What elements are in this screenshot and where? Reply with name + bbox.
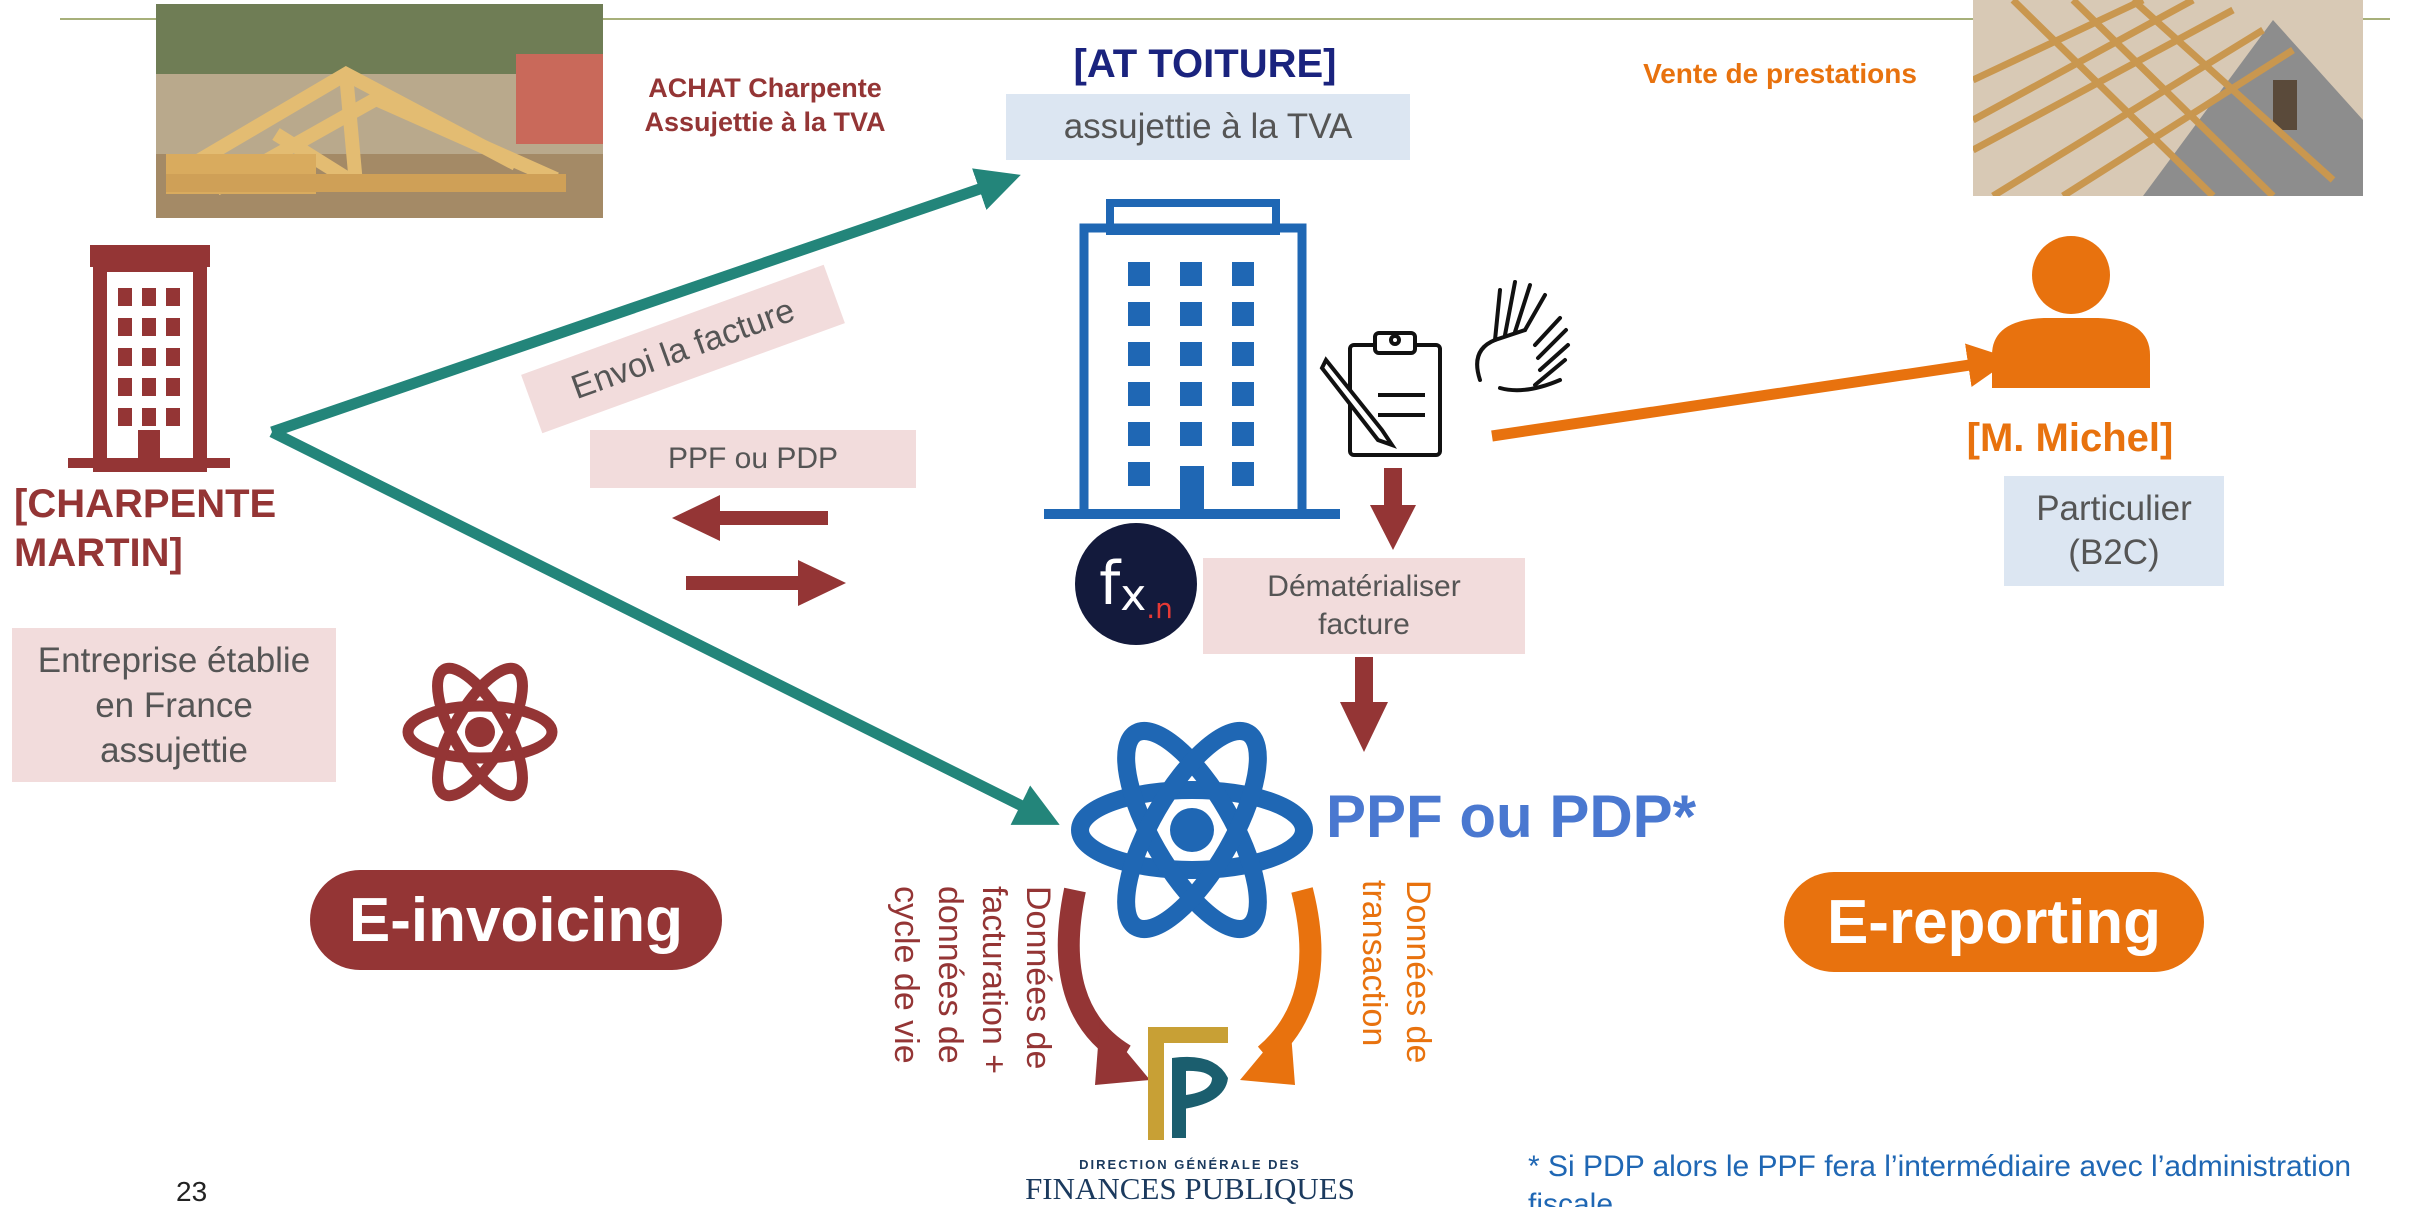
- fxn-n: .n: [1146, 591, 1173, 625]
- transaction-data-label: Données de transaction: [1355, 880, 1437, 1064]
- atom-icon-ppf: [1071, 721, 1313, 939]
- dematerialize-label: Dématérialiser facture: [1203, 558, 1525, 654]
- customer-name: [M. Michel]: [1966, 415, 2174, 460]
- center-company-name: [AT TOITURE]: [1073, 41, 1337, 86]
- building-icon: [68, 245, 230, 472]
- teal-arrow-to-at-toiture: [270, 168, 1021, 438]
- person-icon: [1992, 236, 2150, 388]
- atom-icon-left: [402, 662, 558, 802]
- truss-photo: [156, 4, 603, 218]
- customer-desc: Particulier (B2C): [2004, 476, 2224, 586]
- left-company-desc: Entreprise établie en France assujettie: [12, 628, 336, 782]
- hands-icon: [1475, 280, 1570, 393]
- teal-arrow-to-ppf: [269, 427, 1060, 825]
- fxn-f: f: [1099, 549, 1121, 619]
- billing-data-label: Données de facturation + données de cycl…: [887, 886, 1057, 1075]
- orange-arrow-to-customer: [1491, 343, 2012, 442]
- top-rule: [60, 18, 2390, 20]
- clipboard-icon: [1319, 331, 1442, 457]
- dgfip-top-text: DIRECTION GÉNÉRALE DES: [1079, 1156, 1301, 1172]
- sales-label: Vente de prestations: [1643, 58, 1917, 89]
- fxn-logo: [1075, 523, 1197, 645]
- ereporting-badge: E-reporting: [1784, 872, 2204, 972]
- exchange-arrow-right: [686, 560, 846, 606]
- roof-photo: [1973, 0, 2363, 196]
- curved-arrow-billing-data: [1057, 887, 1150, 1085]
- ppf-pdp-main-label: PPF ou PDP*: [1326, 783, 1697, 850]
- curved-arrow-transaction-data: [1240, 887, 1322, 1085]
- exchange-arrow-left: [672, 495, 828, 541]
- dgfip-logo-icon: [1148, 1027, 1228, 1140]
- office-building-icon: [1044, 199, 1340, 519]
- einvoicing-badge: E-invoicing: [310, 870, 722, 970]
- center-company-desc: assujettie à la TVA: [1006, 94, 1410, 160]
- purchase-label: ACHAT Charpente Assujettie à la TVA: [644, 73, 886, 137]
- dgfip-bottom-text: FINANCES PUBLIQUES: [1025, 1171, 1355, 1206]
- down-arrow-to-dematerialize: [1370, 468, 1416, 550]
- fxn-x: x: [1120, 569, 1147, 621]
- page-number: 23: [176, 1176, 208, 1207]
- left-company-name: [CHARPENTE MARTIN]: [14, 482, 277, 575]
- ppf-pdp-small-label: PPF ou PDP: [590, 430, 916, 488]
- down-arrow-to-ppf: [1340, 657, 1388, 752]
- footnote: * Si PDP alors le PPF fera l’intermédiai…: [1528, 1150, 2352, 1207]
